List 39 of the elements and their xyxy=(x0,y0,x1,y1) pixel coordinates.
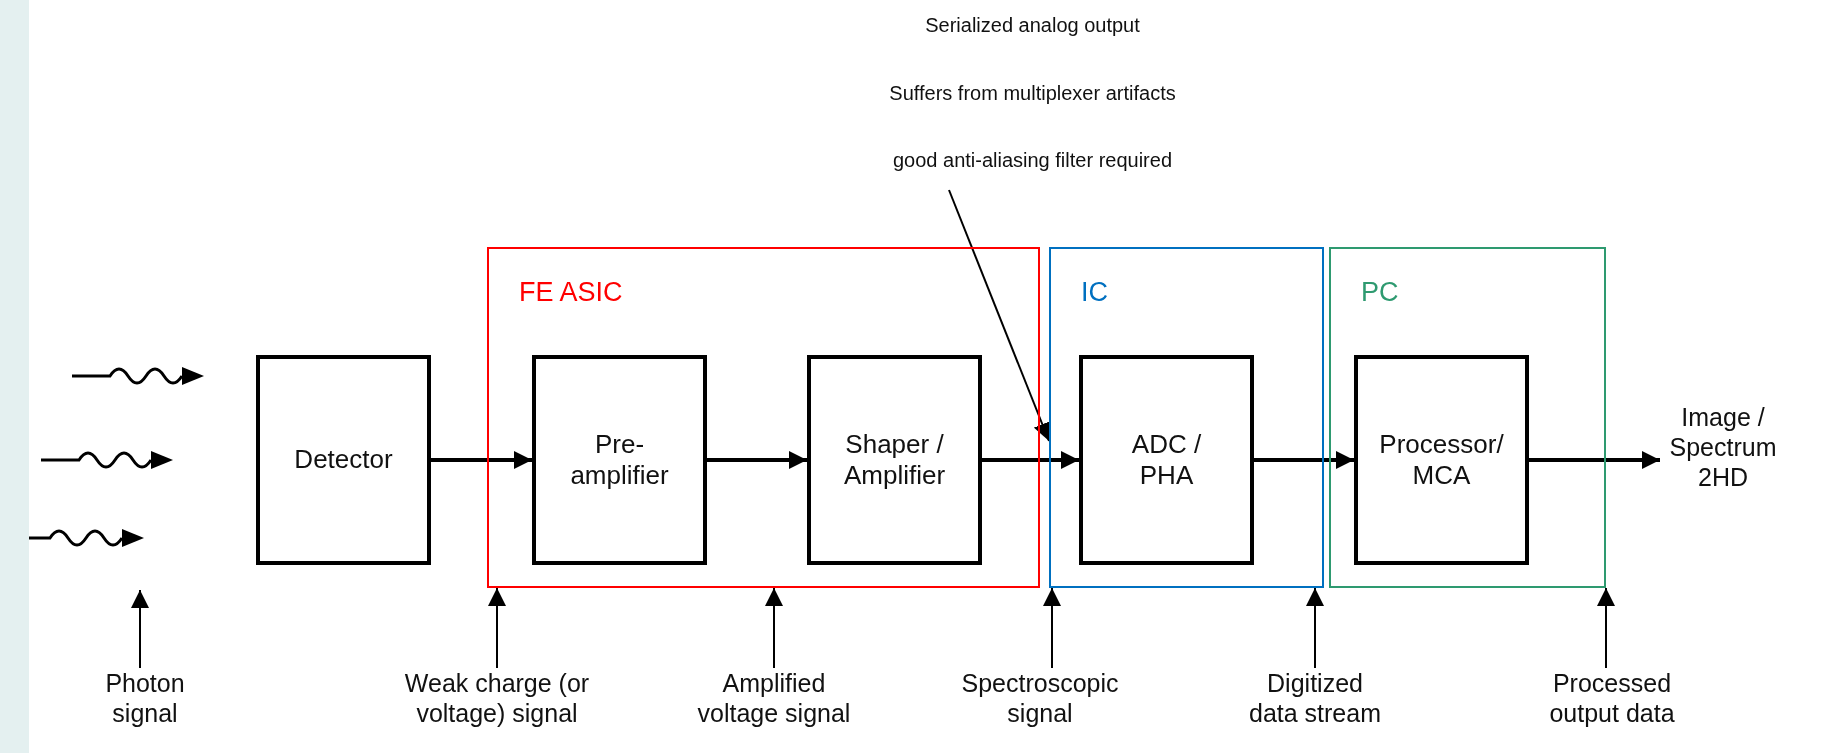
shaper-amplifier-box xyxy=(807,355,982,565)
signal-label: Weak charge (or voltage) signal xyxy=(403,668,591,728)
leader-arrow xyxy=(765,587,783,669)
block-label: Processor/ MCA xyxy=(1378,428,1505,492)
block-label: ADC / PHA xyxy=(1130,428,1203,492)
fe-asic-group-box xyxy=(487,247,1040,588)
note-text: Serialized analog output xyxy=(925,14,1140,37)
signal-arrow xyxy=(982,451,1079,469)
block-label: Detector xyxy=(294,444,393,476)
leader-arrow xyxy=(1043,587,1061,669)
leader-arrow xyxy=(488,587,506,669)
detector-box xyxy=(256,355,431,565)
block-label: Pre- amplifier xyxy=(569,428,670,492)
adc-pha-box xyxy=(1079,355,1254,565)
signal-arrow xyxy=(431,451,532,469)
output-label: Image / Spectrum 2HD xyxy=(1668,402,1778,492)
group-title: FE ASIC xyxy=(519,277,623,308)
signal-label: Photon signal xyxy=(104,668,186,728)
preamplifier-box xyxy=(532,355,707,565)
note-text: Suffers from multiplexer artifacts xyxy=(889,81,1176,105)
group-title: IC xyxy=(1081,277,1108,308)
leader-arrow xyxy=(1597,587,1615,669)
pc-group-box xyxy=(1329,247,1606,588)
block-label: Shaper / Amplifier xyxy=(842,428,947,492)
signal-label: Processed output data xyxy=(1548,668,1676,728)
signal-arrow xyxy=(1529,451,1660,469)
signal-arrow xyxy=(1254,451,1354,469)
leader-arrow xyxy=(948,189,1051,442)
side-band xyxy=(0,0,29,753)
signal-label: Digitized data stream xyxy=(1248,668,1382,728)
leader-arrow xyxy=(1306,587,1324,669)
leader-arrow xyxy=(131,589,149,669)
signal-label: Amplified voltage signal xyxy=(696,668,852,728)
group-title: PC xyxy=(1361,277,1399,308)
processor-mca-box xyxy=(1354,355,1529,565)
signal-label: Spectroscopic signal xyxy=(960,668,1120,728)
signal-arrow xyxy=(707,451,807,469)
ic-group-box xyxy=(1049,247,1324,588)
note-text: good anti-aliasing filter required xyxy=(892,149,1173,172)
